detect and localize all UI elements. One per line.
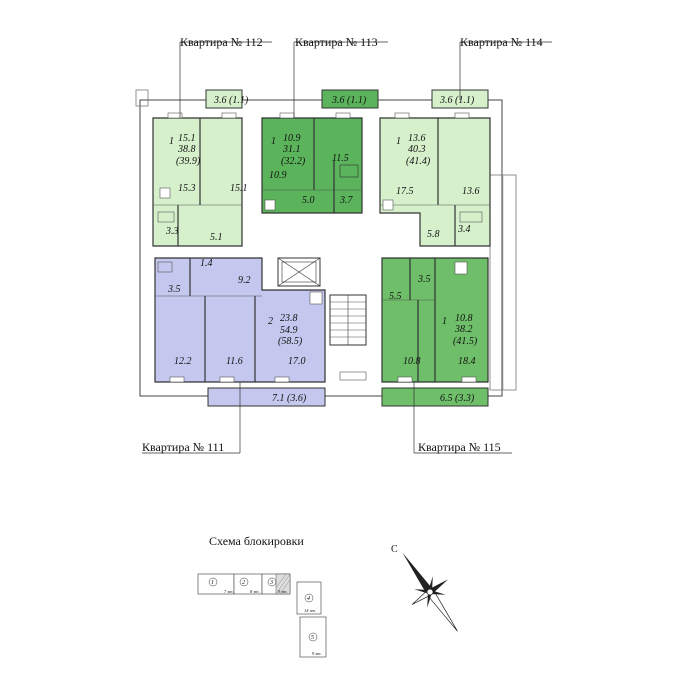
apt115-hall: 5.5 [389,291,402,302]
apt113-room-big: 11.5 [332,153,349,164]
apt111-living: 23.8 [280,313,298,324]
apt111-rooms: 2 [268,316,273,327]
apt115-total-with-balcony: (41.5) [453,336,478,347]
scheme-floors-3: 9 эт. [278,589,288,594]
apt115-rooms: 1 [442,316,447,327]
apt115-kitchen: 18.4 [458,356,476,367]
apt112-total-with-balcony: (39.9) [176,156,201,167]
blocking-scheme [197,573,327,658]
leader-lines [142,41,552,454]
scheme-floors-5: 9 эт. [312,651,322,656]
label-apartment-112: Квартира № 112 [180,35,263,49]
apartment-113 [261,89,379,214]
apt111-total-with-balcony: (58.5) [278,336,303,347]
apt114-total-with-balcony: (41.4) [406,156,431,167]
compass-north-label: С [391,544,398,555]
balcony-114-area: 3.6 (1.1) [439,95,475,106]
scheme-section-2: 2 [242,580,245,586]
apartment-112 [152,89,243,247]
apt114-rooms: 1 [396,136,401,147]
compass-icon [402,552,458,632]
scheme-section-5: 5 [311,635,314,641]
scheme-title: Схема блокировки [209,534,304,548]
apt115-living: 10.8 [455,313,473,324]
apt112-total: 38.8 [177,144,196,155]
apt115-bath: 3.5 [417,274,431,285]
scheme-floors-1: 7 эт. [224,589,234,594]
apartment-114 [379,89,491,247]
scheme-section-1: 1 [211,580,214,586]
apt111-bath: 3.5 [167,284,181,295]
apt115-total: 38.2 [454,324,473,335]
apt111-hall: 9.2 [238,275,251,286]
apt113-hall: 5.0 [302,195,315,206]
apt113-bath: 3.7 [339,195,354,206]
apt114-bath: 3.4 [457,224,471,235]
apt112-hall: 5.1 [210,232,223,243]
balcony-113-area: 3.6 (1.1) [331,95,367,106]
apt112-rooms: 1 [169,136,174,147]
apt114-room: 13.6 [462,186,480,197]
label-apartment-115: Квартира № 115 [418,440,501,454]
apartment-115 [381,257,489,407]
common-area [277,257,367,381]
apt114-total: 40.3 [408,144,426,155]
label-apartment-114: Квартира № 114 [460,35,543,49]
apt114-kitchen: 17.5 [396,186,414,197]
scheme-floors-2: 8 эт. [250,589,260,594]
label-apartment-113: Квартира № 113 [295,35,378,49]
apt111-room1: 12.2 [174,356,192,367]
apt113-kitchen: 10.9 [269,170,287,181]
scheme-floors-4: 14 эт. [304,608,316,613]
apartment-111 [154,257,326,407]
balcony-115-area: 6.5 (3.3) [440,393,475,404]
balcony-112-area: 3.6 (1.1) [213,95,249,106]
scheme-section-3: 3 [269,580,273,586]
apt113-total-with-balcony: (32.2) [281,156,306,167]
apt114-living: 13.6 [408,133,426,144]
apt112-room: 15.1 [230,183,248,194]
apt111-wc: 1.4 [200,258,213,269]
apt115-room: 10.8 [403,356,421,367]
label-apartment-111: Квартира № 111 [142,440,224,454]
apt113-living: 10.9 [283,133,301,144]
apt114-hall: 5.8 [427,229,440,240]
balcony-111-area: 7.1 (3.6) [272,393,307,404]
apt113-rooms: 1 [271,136,276,147]
scheme-section-4: 4 [307,595,310,602]
apt111-total: 54.9 [280,325,298,336]
apt112-bath: 3.3 [165,226,179,237]
apt113-total: 31.1 [282,144,301,155]
apt111-kitchen: 17.0 [288,356,306,367]
apt111-room2: 11.6 [226,356,243,367]
apt112-living: 15.1 [178,133,196,144]
apt112-kitchen: 15.3 [178,183,196,194]
